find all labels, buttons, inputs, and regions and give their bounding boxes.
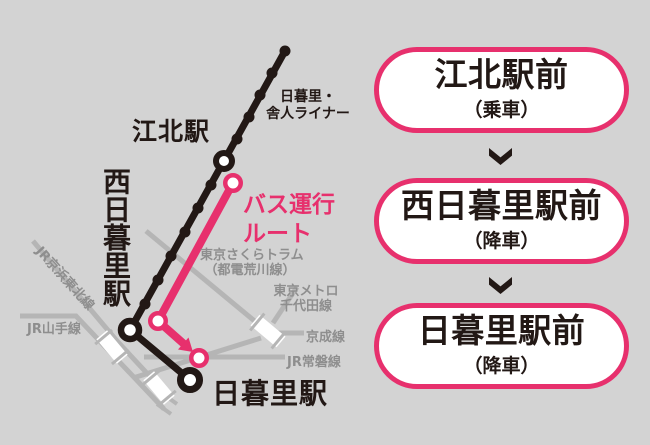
rail-label-yamanote: JR山手線: [27, 322, 81, 337]
itinerary-stop-nishi-nippori: 西日暮里駅前 （降車）: [374, 178, 629, 264]
bus-route-label: バス運行 ルート: [243, 191, 335, 249]
station-label-nippori: 日暮里駅: [212, 377, 329, 410]
station-circle-nippori: [177, 367, 203, 393]
sakura-tram-line: [144, 229, 265, 330]
itinerary-stop-kohoku: 江北駅前 （乗車）: [374, 47, 629, 133]
rail-label-joban: JR常磐線: [287, 355, 341, 370]
rail-label-sakura-tram: 東京さくらトラム （都電荒川線）: [200, 248, 304, 279]
stop-action: （降車）: [463, 355, 540, 378]
station-circle-nishi-nippori: [117, 317, 143, 343]
rail-label-sakura-tram-line2: （都電荒川線）: [204, 262, 296, 278]
toneri-liner-label: 日暮里・ 舎人ライナー: [258, 89, 358, 122]
station-circle-kohoku: [213, 150, 235, 172]
rail-label-sakura-tram-line1: 東京さくらトラム: [200, 248, 304, 263]
bus-route-label-line2: ルート: [243, 220, 312, 247]
stop-action: （乗車）: [463, 99, 540, 122]
rail-label-keisei: 京成線: [306, 330, 346, 345]
station-label-kohoku: 江北駅: [132, 117, 211, 146]
bus-stop-circle-kohoku: [223, 173, 243, 193]
stop-name: 江北駅前: [434, 54, 569, 94]
rail-label-chiyoda-line2: 千代田線: [279, 298, 332, 314]
stop-name: 西日暮里駅前: [401, 185, 602, 225]
bus-route-arrowhead: [178, 337, 193, 352]
bus-stop-circle-nippori: [189, 348, 209, 368]
bus-stop-circle-nishi-nippori: [148, 311, 168, 331]
bus-route-label-line1: バス運行: [243, 192, 335, 218]
rail-label-chiyoda-line1: 東京メトロ: [273, 284, 339, 299]
chiyoda-line: [270, 285, 300, 325]
stop-name: 日暮里駅前: [417, 310, 586, 350]
rail-label-chiyoda: 東京メトロ 千代田線: [272, 284, 340, 315]
rail-end-tick: [155, 402, 173, 416]
station-label-nishi-nippori: 西日暮里駅: [99, 167, 132, 307]
jr-station-mark-nishi-nippori: [94, 328, 130, 366]
toneri-liner-beads: [139, 45, 291, 310]
itinerary-stop-nippori: 日暮里駅前 （降車）: [374, 303, 629, 389]
stop-action: （降車）: [463, 230, 540, 253]
interchange-mark-chiyoda-keisei: [249, 312, 287, 350]
toneri-liner-label-line1: 日暮里・: [280, 89, 336, 105]
jr-station-mark-nippori: [141, 369, 177, 407]
toneri-liner-label-line2: 舎人ライナー: [266, 105, 350, 122]
